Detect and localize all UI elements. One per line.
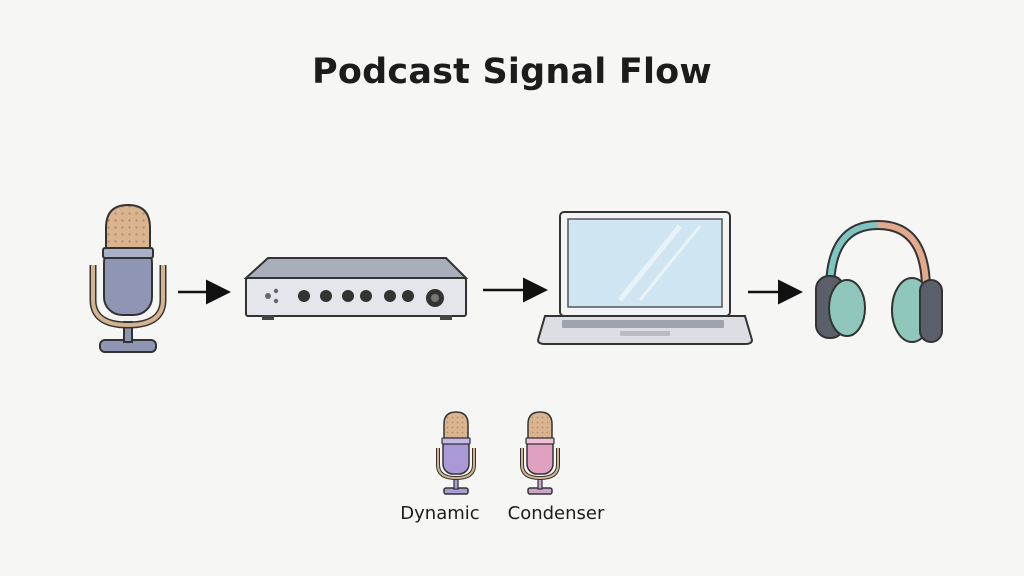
- mic-type-label-condenser: Condenser: [507, 503, 605, 524]
- microphone-icon: [89, 203, 167, 353]
- mic-type-label-dynamic: Dynamic: [400, 503, 480, 524]
- audio-interface-icon: [243, 257, 469, 320]
- laptop-icon: [536, 211, 754, 345]
- microphone-icon: [436, 411, 476, 495]
- diagram-title: Podcast Signal Flow: [312, 52, 712, 92]
- microphone-icon: [520, 411, 560, 495]
- headphones-icon: [815, 219, 943, 343]
